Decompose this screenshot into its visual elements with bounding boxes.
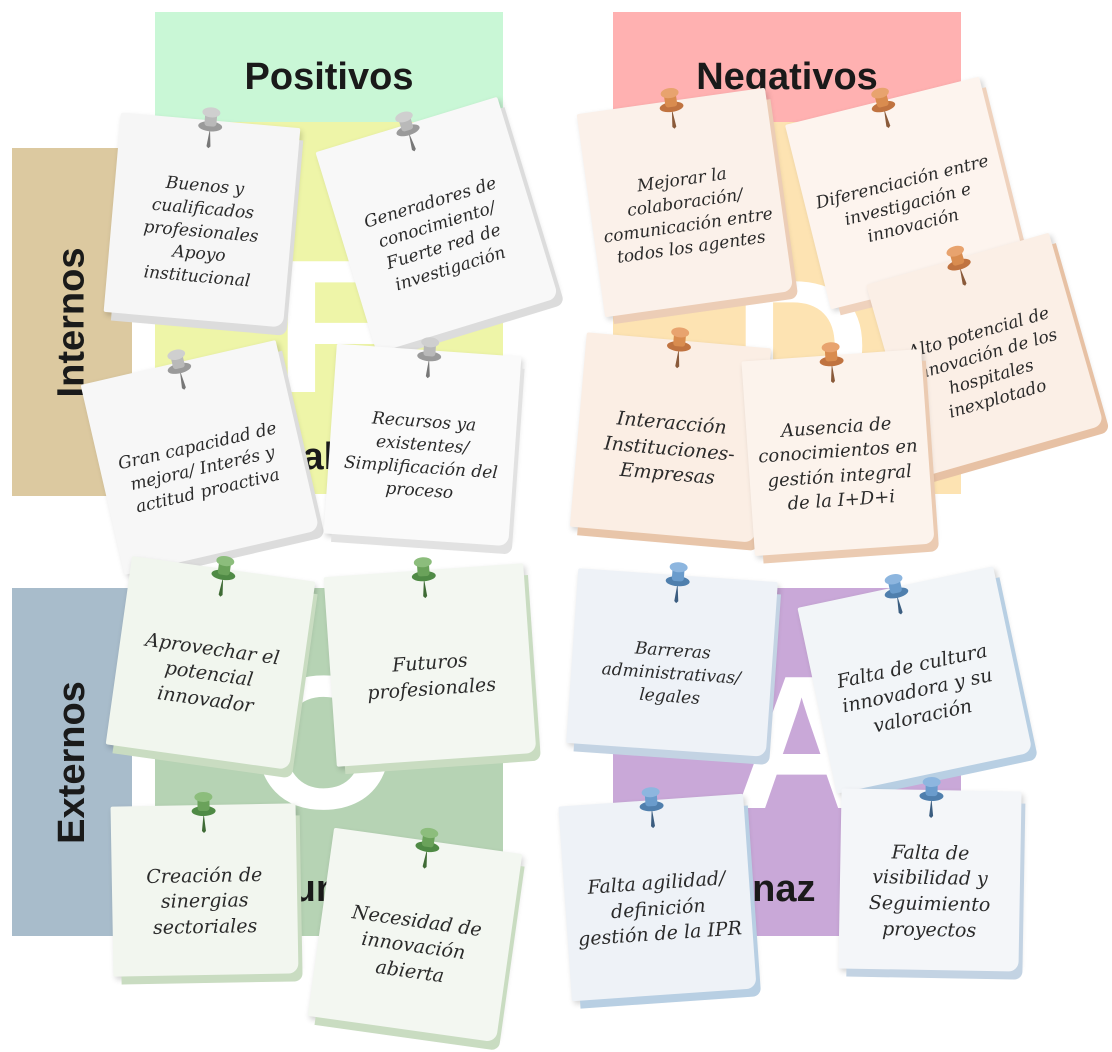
note-amenaza-2: Falta de cultura innovadora y su valorac… [797, 566, 1033, 794]
pushpin-icon [416, 337, 441, 379]
note-text: Falta de visibilidad y Seguimiento proye… [868, 841, 991, 942]
note-oportunidad-3: Creación de sinergias sectoriales [110, 792, 299, 977]
note-fortaleza-3: Gran capacidad de mejora/ Interés y acti… [80, 340, 320, 575]
side-external-label: Externos [50, 680, 93, 844]
pushpin-icon [665, 562, 690, 604]
note-debilidad-3: Alto potencial de innovación de los hosp… [866, 232, 1104, 478]
pushpin-icon [884, 574, 909, 615]
note-text: Ausencia de conocimientos en gestión int… [757, 413, 919, 515]
note-text: Barreras administrativas/ legales [601, 638, 742, 709]
pushpin-icon [411, 557, 436, 599]
note-amenaza-1: Barreras administrativas/ legales [566, 562, 778, 757]
note-fortaleza-4: Recursos ya existentes/ Simplificación d… [323, 337, 522, 547]
pushpin-icon [819, 342, 844, 384]
pushpin-icon [415, 827, 440, 869]
pushpin-icon [210, 555, 235, 597]
pushpin-icon [198, 107, 223, 149]
note-text: Mejorar la colaboración/ comunicación en… [602, 163, 774, 269]
note-debilidad-1: Mejorar la colaboración/ comunicación en… [576, 87, 794, 318]
note-fortaleza-2: Generadores de conocimiento/ Fuerte red … [315, 96, 559, 354]
side-internal-label: Internos [50, 247, 93, 397]
note-oportunidad-2: Futuros profesionales [323, 557, 537, 767]
pushpin-icon [666, 327, 691, 369]
note-text: Buenos y cualificados profesionales Apoy… [142, 172, 260, 292]
note-amenaza-4: Falta de visibilidad y Seguimiento proye… [838, 777, 1022, 972]
note-oportunidad-4: Necesidad de innovación abierta [307, 827, 523, 1043]
header-negative-label: Negativos [696, 56, 878, 98]
note-debilidad-4: Interacción Instituciones-Empresas [569, 327, 772, 543]
note-amenaza-3: Falta agilidad/ definición gestión de la… [558, 787, 757, 1002]
header-positive-label: Positivos [244, 56, 414, 98]
pushpin-icon [395, 111, 420, 152]
note-text: Interacción Instituciones-Empresas [603, 407, 736, 490]
header-positive: Positivos [155, 12, 503, 122]
pushpin-icon [871, 87, 896, 128]
note-text: Recursos ya existentes/ Simplificación d… [343, 408, 499, 504]
pushpin-icon [639, 787, 664, 829]
pushpin-icon [167, 349, 192, 390]
note-text: Futuros profesionales [366, 649, 497, 705]
note-text: Creación de sinergias sectoriales [146, 863, 263, 939]
note-oportunidad-1: Aprovechar el potencial innovador [105, 555, 316, 770]
pushpin-icon [191, 792, 216, 834]
pushpin-icon [946, 245, 971, 286]
pushpin-icon [659, 87, 684, 129]
pushpin-icon [919, 777, 944, 819]
note-debilidad-2: Diferenciación entre investigación e inn… [784, 76, 1026, 310]
note-text: Necesidad de innovación abierta [350, 900, 484, 988]
note-debilidad-5: Ausencia de conocimientos en gestión int… [741, 342, 935, 557]
note-fortaleza-1: Buenos y cualificados profesionales Apoy… [103, 107, 301, 328]
note-text: Aprovechar el potencial innovador [144, 628, 281, 718]
note-text: Falta agilidad/ definición gestión de la… [577, 867, 743, 951]
